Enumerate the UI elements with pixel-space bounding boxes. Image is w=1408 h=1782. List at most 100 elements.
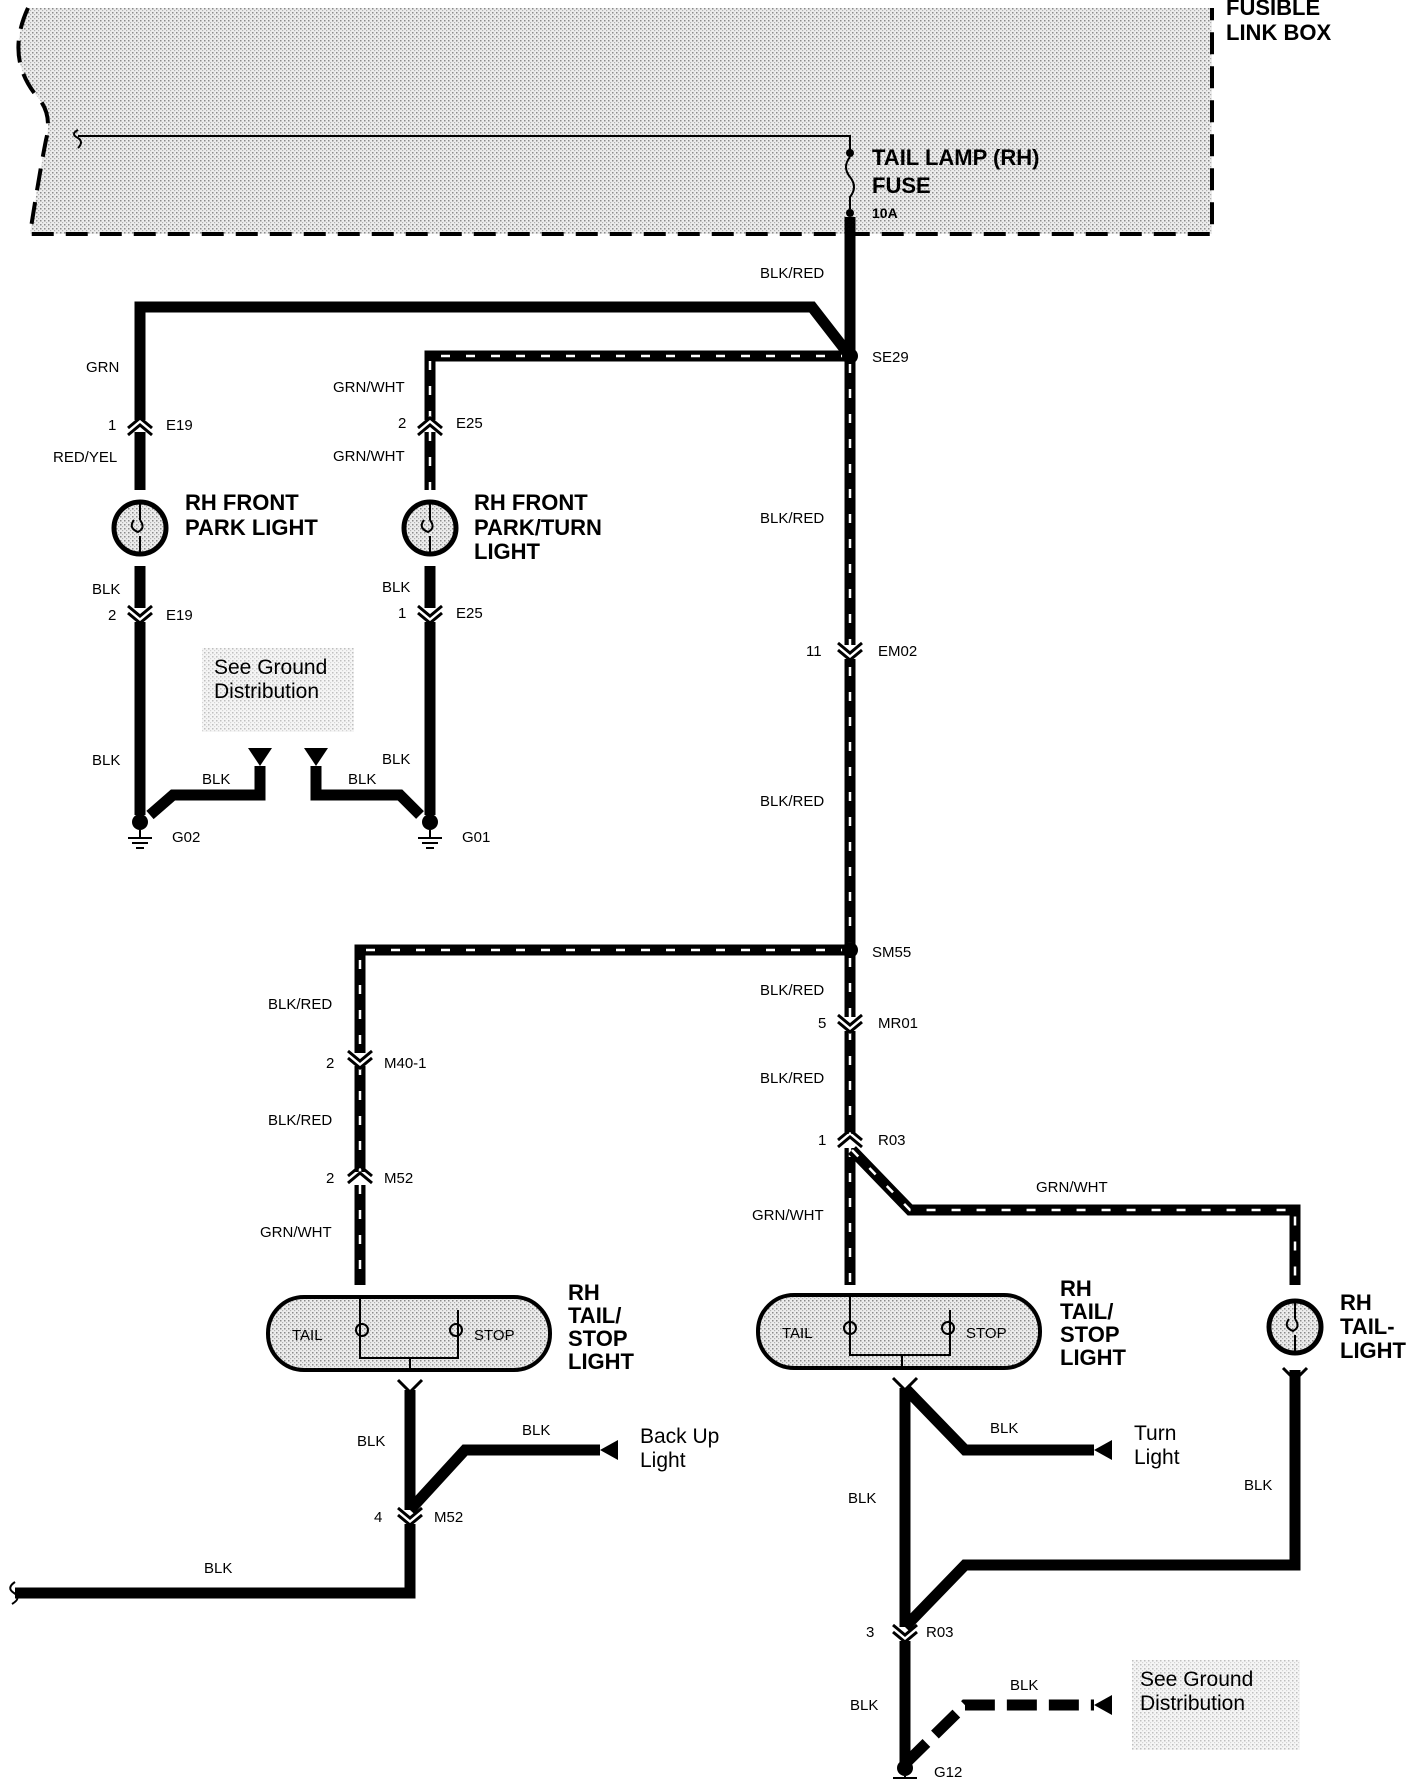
ground-g01: G01 bbox=[418, 814, 490, 849]
pin-label: 1 bbox=[818, 1132, 826, 1149]
ground-g12: G12 bbox=[893, 1760, 962, 1781]
pin-labels: 1 2 2 1 11 2 5 1 2 4 3 bbox=[108, 415, 874, 1641]
right-tail-stop-label-1: RH bbox=[1060, 1276, 1092, 1301]
wire-label: BLK/RED bbox=[268, 996, 332, 1013]
see-ground-distribution-note-top: See Ground Distribution bbox=[202, 648, 354, 732]
fusible-link-box-title-2: LINK BOX bbox=[1226, 20, 1331, 45]
right-tail-bulb-label: TAIL bbox=[782, 1325, 813, 1342]
turn-light-arrow bbox=[1094, 1440, 1112, 1460]
tail-light-label-1: RH bbox=[1340, 1290, 1372, 1315]
wire-label: GRN/WHT bbox=[752, 1207, 824, 1224]
turn-light-label-2: Light bbox=[1134, 1446, 1180, 1469]
connector-label: M52 bbox=[384, 1170, 413, 1187]
connector-label: MR01 bbox=[878, 1015, 918, 1032]
front-park-turn-label-3: LIGHT bbox=[474, 539, 541, 564]
ground-distribution-arrow-right bbox=[304, 748, 328, 766]
pin-label: 2 bbox=[108, 607, 116, 624]
tail-lamp-rh-fuse: TAIL LAMP (RH) FUSE 10A bbox=[845, 145, 1039, 221]
see-ground-bottom-text-1: See Ground bbox=[1140, 1668, 1253, 1691]
pin-label: 2 bbox=[326, 1170, 334, 1187]
connector-label: R03 bbox=[926, 1624, 954, 1641]
feed-break-icon bbox=[73, 129, 82, 149]
connector-label: EM02 bbox=[878, 643, 917, 660]
connector-label: M40-1 bbox=[384, 1055, 427, 1072]
wire-label: BLK bbox=[848, 1490, 876, 1507]
fusible-link-box: FUSIBLE LINK BOX bbox=[16, 0, 1331, 236]
wire-label: BLK bbox=[202, 771, 230, 788]
connector-label: E25 bbox=[456, 415, 483, 432]
wire-color-labels: BLK/RED GRN GRN/WHT RED/YEL GRN/WHT BLK/… bbox=[53, 265, 1272, 1714]
wire-label: BLK bbox=[92, 581, 120, 598]
pin-label: 1 bbox=[398, 605, 406, 622]
wire-label: BLK/RED bbox=[760, 265, 824, 282]
left-tail-stop-label-3: STOP bbox=[568, 1326, 628, 1351]
connector-label: R03 bbox=[878, 1132, 906, 1149]
wire-label: BLK bbox=[204, 1560, 232, 1577]
wire-label: BLK bbox=[382, 751, 410, 768]
rh-tail-stop-light-right: TAIL STOP RH TAIL/ STOP LIGHT bbox=[756, 1276, 1127, 1370]
connector-label: M52 bbox=[434, 1509, 463, 1526]
see-ground-distribution-note-bottom: See Ground Distribution bbox=[1132, 1660, 1300, 1750]
rh-tail-light: RH TAIL- LIGHT bbox=[1266, 1290, 1407, 1363]
pin-label: 2 bbox=[398, 415, 406, 432]
wire-label: GRN/WHT bbox=[1036, 1179, 1108, 1196]
fuse-rating: 10A bbox=[872, 205, 898, 221]
wire-label: GRN/WHT bbox=[333, 448, 405, 465]
wire-label: BLK/RED bbox=[268, 1112, 332, 1129]
wire-label: BLK/RED bbox=[760, 793, 824, 810]
pin-label: 11 bbox=[806, 643, 822, 660]
wire-label: BLK bbox=[92, 752, 120, 769]
ground-distribution-arrow-left bbox=[248, 748, 272, 766]
wire-label: BLK bbox=[1244, 1477, 1272, 1494]
wire-label: BLK/RED bbox=[760, 1070, 824, 1087]
ground-g02-label: G02 bbox=[172, 829, 200, 846]
wire-label: GRN/WHT bbox=[260, 1224, 332, 1241]
pin-label: 5 bbox=[818, 1015, 826, 1032]
left-stop-bulb-label: STOP bbox=[474, 1327, 515, 1344]
wire-break-icon bbox=[9, 1581, 19, 1605]
see-ground-bottom-text-2: Distribution bbox=[1140, 1692, 1245, 1715]
back-up-light-arrow bbox=[600, 1440, 618, 1460]
wire-label: GRN bbox=[86, 359, 119, 376]
connector-symbols bbox=[127, 416, 1309, 1644]
ground-g01-label: G01 bbox=[462, 829, 490, 846]
fusible-link-box-title-1: FUSIBLE bbox=[1226, 0, 1320, 20]
connector-label: E25 bbox=[456, 605, 483, 622]
tail-light-label-3: LIGHT bbox=[1340, 1338, 1407, 1363]
front-park-turn-label-2: PARK/TURN bbox=[474, 515, 602, 540]
fuse-name-1: TAIL LAMP (RH) bbox=[872, 145, 1039, 170]
connector-label: E19 bbox=[166, 417, 193, 434]
wire-label: RED/YEL bbox=[53, 449, 117, 466]
wire-label: BLK/RED bbox=[760, 982, 824, 999]
fuse-name-2: FUSE bbox=[872, 173, 931, 198]
right-tail-stop-label-2: TAIL/ bbox=[1060, 1299, 1113, 1324]
front-park-label-2: PARK LIGHT bbox=[185, 515, 318, 540]
wire-label: BLK/RED bbox=[760, 510, 824, 527]
wire-label: BLK bbox=[1010, 1677, 1038, 1694]
right-stop-bulb-label: STOP bbox=[966, 1325, 1007, 1342]
tail-light-label-2: TAIL- bbox=[1340, 1314, 1395, 1339]
rh-tail-stop-light-left: TAIL STOP RH TAIL/ STOP LIGHT bbox=[266, 1280, 635, 1374]
left-tail-bulb-label: TAIL bbox=[292, 1327, 323, 1344]
splice-se29-label: SE29 bbox=[872, 349, 909, 366]
ground-distribution-arrow-bottom bbox=[1094, 1695, 1112, 1715]
wires bbox=[15, 217, 1301, 1768]
left-tail-stop-label-4: LIGHT bbox=[568, 1349, 635, 1374]
pin-label: 3 bbox=[866, 1624, 874, 1641]
see-ground-text-2: Distribution bbox=[214, 680, 319, 703]
front-park-label-1: RH FRONT bbox=[185, 490, 299, 515]
right-tail-stop-label-3: STOP bbox=[1060, 1322, 1120, 1347]
splice-se29 bbox=[842, 348, 858, 364]
wire-label: BLK bbox=[850, 1697, 878, 1714]
left-tail-stop-label-2: TAIL/ bbox=[568, 1303, 621, 1328]
rh-front-park-light: RH FRONT PARK LIGHT bbox=[111, 490, 318, 557]
pin-label: 1 bbox=[108, 417, 116, 434]
see-ground-text-1: See Ground bbox=[214, 656, 327, 679]
turn-light-label-1: Turn bbox=[1134, 1422, 1176, 1445]
rh-front-park-turn-light: RH FRONT PARK/TURN LIGHT bbox=[401, 490, 602, 564]
front-park-turn-label-1: RH FRONT bbox=[474, 490, 588, 515]
left-tail-stop-label-1: RH bbox=[568, 1280, 600, 1305]
pin-label: 4 bbox=[374, 1509, 382, 1526]
splice-sm55 bbox=[842, 942, 858, 958]
